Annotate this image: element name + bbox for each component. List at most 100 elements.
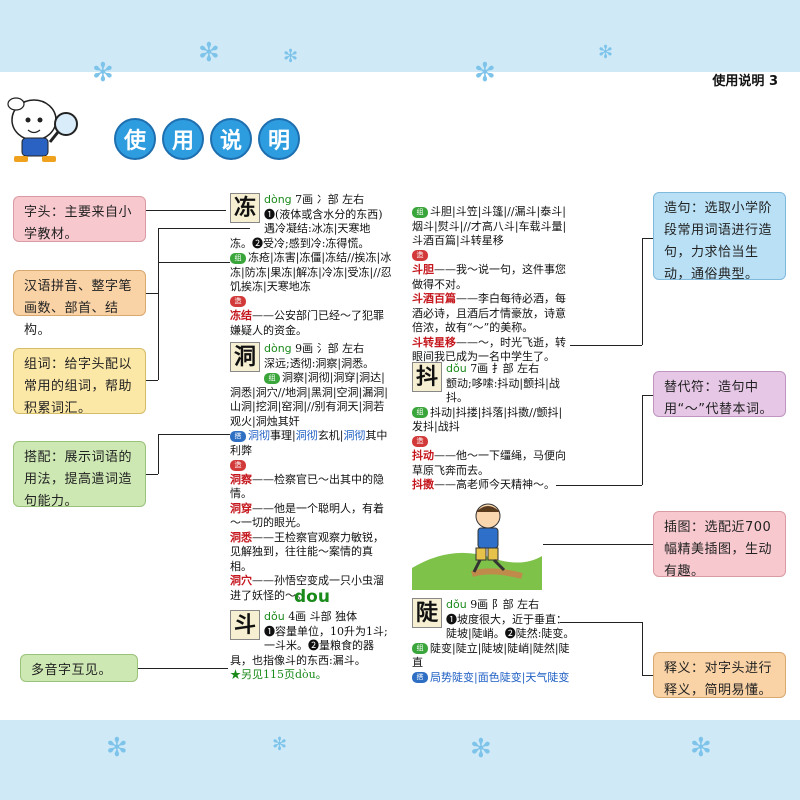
pinyin: dǒu (446, 598, 467, 611)
connector-line (158, 434, 159, 474)
example-word: 斗胆 (412, 263, 434, 276)
zuci-list: 斗胆|斗笠|斗篷|//漏斗|泰斗|烟斗|熨斗|//才高八斗|车载斗量|斗酒百篇|… (412, 205, 567, 247)
entry-meta: 9画 氵部 左右 (295, 342, 365, 355)
dapei-word: 洞彻 (248, 429, 270, 442)
pinyin: dòng (264, 193, 292, 206)
connector-line (543, 544, 653, 545)
dict-column-1: 冻 dòng 7画 冫部 左右 ❶(液体或含水分的东西)遇冷凝结:冰冻|天寒地冻… (230, 193, 392, 603)
example-text: ——高老师今天精神～。 (434, 478, 555, 491)
page-title: 使 用 说 明 (114, 118, 300, 160)
example-text: ——孙悟空变成一只小虫溜进了妖怪的～。 (230, 574, 384, 602)
mascot-illustration (7, 97, 78, 162)
pinyin: dǒu (446, 362, 467, 375)
title-char: 用 (162, 118, 204, 160)
dapei-obj: 事理 (270, 429, 292, 442)
zuci-tag-icon: 组 (412, 407, 428, 418)
connector-line (642, 238, 643, 345)
entry-meta: 4画 斗部 独体 (288, 610, 358, 623)
headword: 陡 (412, 598, 442, 628)
headword: 斗 (230, 610, 260, 640)
snowflake-icon: ✻ (470, 734, 492, 764)
dapei-list: 局势陡变|面色陡变|天气陡变 (430, 670, 570, 684)
entry-dou3: 陡 dǒu 9画 阝部 左右 ❶坡度很大，近于垂直：陡坡|陡峭。❷陡然:陡变。 … (412, 598, 577, 685)
snowflake-icon: ✻ (106, 733, 128, 763)
title-char: 明 (258, 118, 300, 160)
snowflake-icon: ✻ (92, 58, 114, 88)
note-tidai: 替代符：造句中用“～”代替本词。 (653, 371, 786, 417)
note-shiyi: 释义：对字头进行释义，简明易懂。 (653, 652, 786, 698)
entry-dou: 斗 dǒu 4画 斗部 独体 ❶容量单位，10升为1斗;一斗米。❷量粮食的器具，… (230, 610, 392, 683)
connector-line (138, 668, 228, 669)
connector-line (146, 293, 159, 294)
definition: 颤动;哆嗦:抖动|颤抖|战抖。 (446, 376, 560, 405)
connector-line (158, 228, 159, 293)
example-text: ——王检察官观察力敏锐，见解独到，往往能～案情的真相。 (230, 530, 384, 573)
dapei-obj: 玄机 (317, 429, 340, 442)
dapei-word: 洞彻 (343, 429, 366, 442)
connector-line (158, 228, 250, 229)
example-word: 斗转星移 (412, 335, 456, 349)
connector-line (560, 622, 642, 623)
definition: ❶坡度很大，近于垂直：陡坡|陡峭。❷陡然:陡变。 (446, 612, 575, 641)
title-char: 说 (210, 118, 252, 160)
dapei-tag-icon: 搭 (230, 430, 246, 442)
pinyin: dòng (264, 342, 292, 355)
connector-line (556, 485, 642, 486)
example-text: ——他是一个聪明人，有着～一切的眼光。 (230, 501, 384, 530)
example-text: ——我～说一句，这件事您做得不对。 (412, 263, 566, 291)
note-zaoju: 造句：选取小学阶段常用词语进行造句，力求恰当生动，通俗典型。 (653, 192, 786, 282)
example-word: 冻结 (230, 309, 252, 322)
connector-line (158, 262, 230, 263)
example-text: ——公安部门已经～了犯罪嫌疑人的资金。 (230, 309, 384, 337)
example-word: 洞穿 (230, 501, 252, 515)
headword: 冻 (230, 193, 260, 223)
example-word: 抖擞 (412, 478, 434, 491)
example-text: ——他～一下缰绳，马便向草原飞奔而去。 (412, 449, 566, 477)
connector-line (158, 262, 159, 380)
example-word: 斗酒百篇 (412, 292, 456, 305)
zaoju-tag-icon: 造 (230, 459, 246, 471)
zaoju-tag-icon: 造 (412, 250, 428, 261)
entry-meta: 9画 阝部 左右 (470, 598, 540, 611)
dapei-tag-icon: 搭 (412, 672, 428, 683)
snowflake-icon: ✻ (272, 734, 288, 755)
note-chatu: 插图：选配近700幅精美插图，生动有趣。 (653, 511, 786, 579)
definition: ❶(液体或含水分的东西)遇冷凝结:冰冻|天寒地冻。❷受冷;感到冷:冻得慌。 (230, 207, 383, 250)
headword: 抖 (412, 362, 442, 392)
example-text: ——～，时光飞逝，转眼间我已成为一名中学生了。 (412, 335, 566, 364)
example-word: 抖动 (412, 449, 434, 462)
connector-line (642, 395, 643, 485)
boy-illustration (412, 503, 542, 590)
note-dapei: 搭配：展示词语的用法，提高遣词造句能力。 (13, 441, 146, 509)
definition: ❶容量单位，10升为1斗;一斗米。❷量粮食的器具，也指像斗的东西:漏斗。 (230, 624, 388, 667)
zuci-list: 陡变|陡立|陡坡|陡峭|陡然|陡直 (412, 641, 570, 670)
zaoju-tag-icon: 造 (412, 436, 428, 447)
connector-line (146, 380, 158, 381)
bottom-band (0, 720, 800, 800)
entry-meta: 7画 扌部 左右 (470, 362, 540, 375)
note-zuci: 组词：给字头配以常用的组词，帮助积累词汇。 (13, 348, 146, 416)
section-pinyin: dou (294, 587, 330, 607)
entry-dong2: 洞 dòng 9画 氵部 左右 深远;透彻:洞察|洞悉。 组洞察|洞彻|洞穿|洞… (230, 342, 388, 602)
definition: 深远;透彻:洞察|洞悉。 (264, 356, 375, 370)
connector-line (642, 675, 653, 676)
snowflake-icon: ✻ (598, 42, 614, 63)
dict-column-2: 组斗胆|斗笠|斗篷|//漏斗|泰斗|烟斗|熨斗|//才高八斗|车载斗量|斗酒百篇… (412, 205, 572, 365)
example-word: 洞察 (230, 472, 252, 486)
zuci-tag-icon: 组 (230, 252, 246, 264)
zuci-list: 洞察|洞彻|洞穿|洞达|洞悉|洞穴//地洞|黑洞|空洞|漏洞|山洞|挖洞|窑洞|… (230, 371, 388, 428)
zuci-list: 冻疮|冻害|冻僵|冻结//挨冻|冰冻|防冻|果冻|解冻|冷冻|受冻|//忍饥挨冻… (230, 251, 392, 293)
dapei-obj: 其中利弊 (230, 429, 388, 457)
zuci-tag-icon: 组 (264, 372, 280, 384)
note-zitou: 字头：主要来自小学教材。 (13, 196, 146, 242)
zuci-tag-icon: 组 (412, 643, 428, 654)
zuci-tag-icon: 组 (412, 206, 428, 218)
example-word: 洞穴 (230, 574, 252, 587)
note-duoyin: 多音字互见。 (20, 654, 138, 682)
title-char: 使 (114, 118, 156, 160)
headword: 洞 (230, 342, 260, 372)
snowflake-icon: ✻ (198, 38, 220, 68)
connector-line (642, 622, 643, 675)
connector-line (642, 395, 653, 396)
snowflake-icon: ✻ (283, 46, 299, 67)
